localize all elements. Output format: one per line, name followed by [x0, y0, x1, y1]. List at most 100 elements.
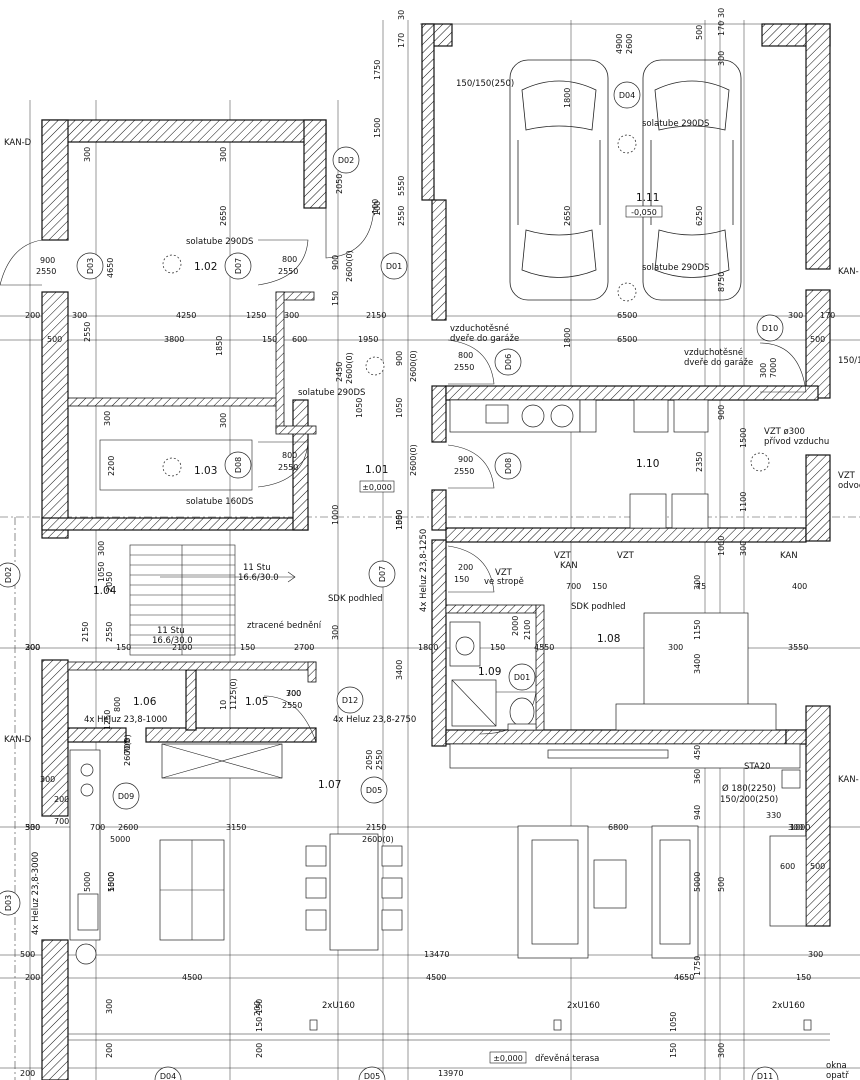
dimension: 800 [282, 255, 297, 264]
annotation: SDK podhled [571, 602, 626, 612]
annotations: KAN-D solatube 290DS solatube 290DS sola… [4, 79, 860, 1080]
annotation: Ø 180(2250) [722, 783, 776, 794]
annotation: 4x Heluz 23,8-3000 [31, 852, 41, 935]
annotation: KAN [560, 561, 578, 571]
dimension: 500 [47, 335, 62, 344]
dimension: 900 [395, 351, 404, 366]
dimension: 1250 [246, 311, 266, 320]
dimension: 200 [25, 311, 40, 320]
dimension: 100 [371, 199, 380, 214]
door-tags: D02 D01 D04 D10 D06 D08 D07 D08 D03 D07 … [0, 81, 784, 1080]
dimension: 6800 [608, 823, 628, 832]
dimension: 3400 [693, 654, 702, 674]
dimension: 800 [458, 351, 473, 360]
dimension: 300 [739, 541, 748, 556]
dimension: 300 [788, 311, 803, 320]
dimension: 300 [72, 311, 87, 320]
dimension: 300 [788, 823, 803, 832]
dimension: 7000 [769, 358, 778, 378]
dimension: 700 [566, 582, 581, 591]
dimension: 200 [253, 1001, 262, 1016]
door-tag: D03 [4, 895, 13, 911]
annotation: KAN-D [4, 138, 32, 148]
level-label: ±0,000 [362, 483, 392, 492]
garage-cars [509, 59, 742, 301]
room-label: 1.06 [133, 696, 157, 708]
annotation: KAN-D [4, 735, 32, 745]
dimension: 500 [810, 335, 825, 344]
dimension: 4250 [176, 311, 196, 320]
annotation: 4x Heluz 23,8-1250 [419, 529, 429, 612]
annotation: 150/200(250) [720, 795, 778, 805]
dimension: 1800 [418, 643, 438, 652]
dimension: 2600(0) [362, 835, 394, 844]
dimension: 2550 [454, 363, 474, 372]
dimension: 2650 [563, 206, 572, 226]
dimension: 5000 [83, 872, 92, 892]
kitchen-fixtures [449, 399, 801, 769]
dimension: 300 [219, 147, 228, 162]
annotation: 2xU160 [772, 1001, 805, 1011]
dimension: 400 [792, 582, 807, 591]
dimension: 900 [717, 405, 726, 420]
door-tag: D07 [378, 566, 387, 582]
door-tag: D01 [386, 262, 402, 271]
dimension: 2600(0) [345, 352, 354, 384]
dimension: 6250 [695, 206, 704, 226]
dimension: 2550 [278, 463, 298, 472]
dimension: 1150 [693, 620, 702, 640]
dimension: 500 [810, 862, 825, 871]
room-label: 1.07 [318, 779, 341, 791]
door-tag: D02 [4, 567, 13, 583]
room-label: 1.10 [636, 458, 659, 470]
dimension: 3400 [395, 660, 404, 680]
annotation: VZT [838, 471, 856, 481]
door-tag: D05 [366, 786, 382, 795]
dimension: 450 [693, 745, 702, 760]
annotation: 2xU160 [322, 1001, 355, 1011]
dimension: 300 [83, 147, 92, 162]
dimension: 1050 [395, 510, 404, 530]
dimension: 4550 [534, 643, 554, 652]
annotation: 11 Stu [243, 563, 271, 573]
dimension: 1500 [739, 428, 748, 448]
dimension: 150 [490, 643, 505, 652]
room-numbers: 1.02 1.03 1.04 1.05 1.06 1.07 1.08 1.09 … [93, 192, 663, 1064]
door-tag: D11 [757, 1072, 773, 1080]
dimension: 5550 [397, 176, 406, 196]
annotation: 4x Heluz 23,8-2750 [333, 715, 416, 725]
door-swings [0, 205, 807, 743]
dimension: 300 [759, 363, 768, 378]
door-tag: D12 [342, 696, 358, 705]
dimension: 330 [766, 811, 781, 820]
annotation: KAN- [838, 775, 859, 785]
solatube-markers [99, 134, 770, 491]
dimension: 300 [668, 643, 683, 652]
dimension: 940 [693, 805, 702, 820]
dimension: 2550 [375, 750, 384, 770]
dimension-texts: 900 2550 4650 4250 1250 2150 300 200 300… [20, 8, 835, 1078]
dimension: 200 [25, 643, 40, 652]
dimension: 170 [820, 311, 835, 320]
dimension: 600 [780, 862, 795, 871]
dimension: 2600(0) [409, 444, 418, 476]
dimension: 1250 [103, 710, 112, 730]
dimension: 3150 [226, 823, 246, 832]
dimension: 2350 [695, 452, 704, 472]
annotation: 2xU160 [567, 1001, 600, 1011]
annotation: solatube 290DS [186, 237, 253, 247]
dimension: 2050 [335, 174, 344, 194]
annotation: VZT ø300 [764, 427, 805, 437]
dimension: 1125(0) [229, 678, 238, 710]
room-label: 1.03 [194, 465, 217, 477]
dimension: 150 [592, 582, 607, 591]
dimension: 2100 [172, 643, 192, 652]
room-label: 1.05 [245, 696, 268, 708]
dimension: 300 [219, 413, 228, 428]
dimension: 2600(0) [345, 250, 354, 282]
annotation: SDK podhled [328, 594, 383, 604]
dimension: 1500 [373, 118, 382, 138]
dimension: 4900 [615, 34, 624, 54]
dimension: 2550 [83, 322, 92, 342]
